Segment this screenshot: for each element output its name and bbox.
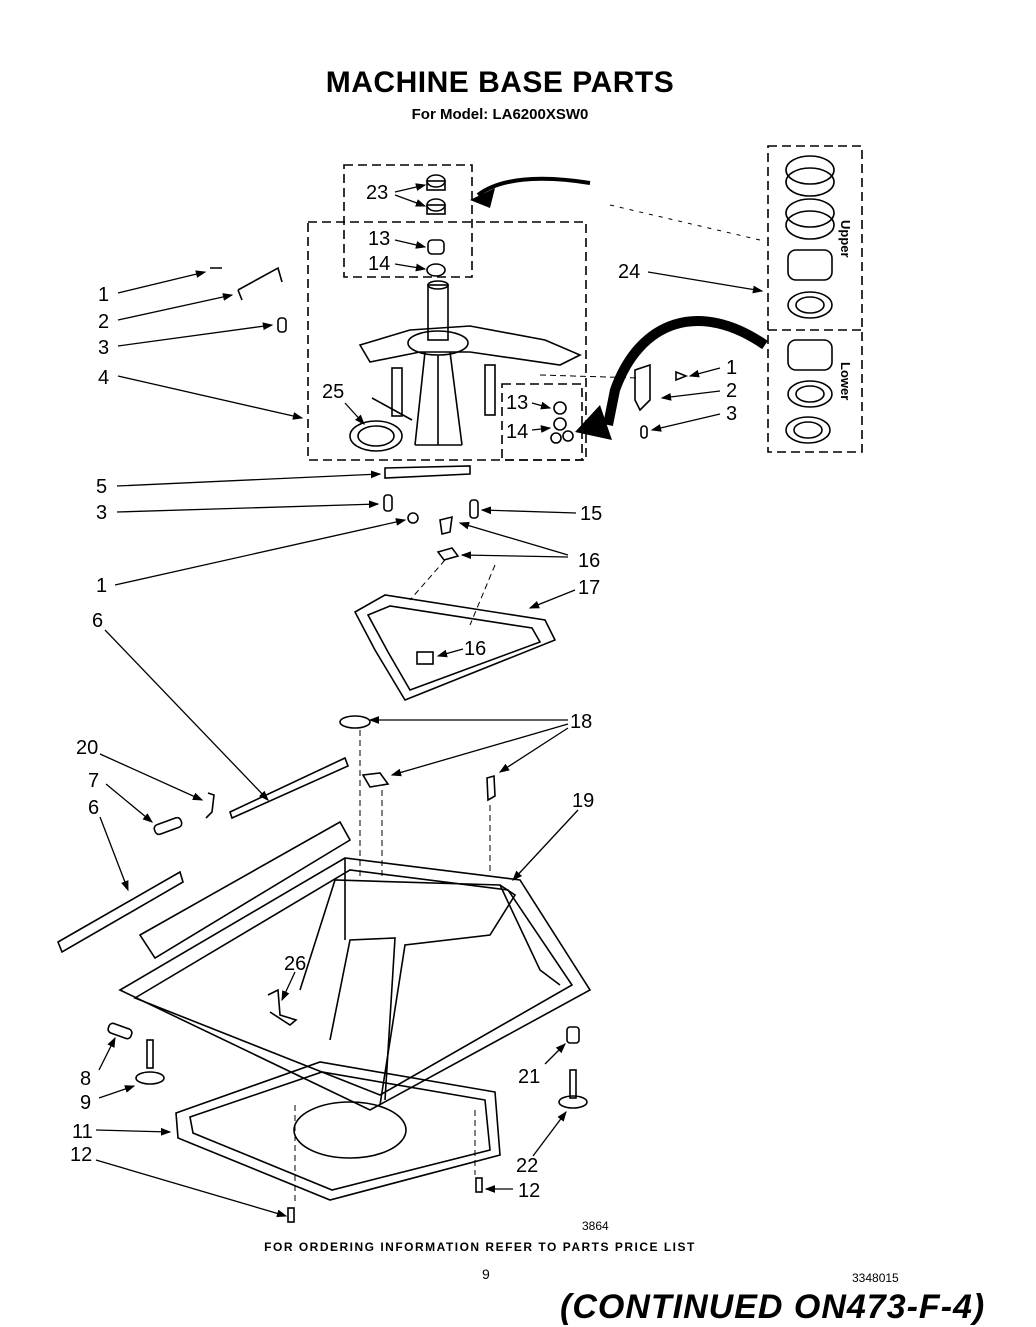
callout-1: 1 xyxy=(98,284,109,306)
callout-9: 9 xyxy=(80,1092,91,1114)
upper-bushing-box xyxy=(343,164,473,278)
gearcase-box xyxy=(307,221,587,461)
base-pan-11 xyxy=(175,1061,501,1201)
callout-11: 11 xyxy=(72,1121,93,1143)
bearing-inset-box xyxy=(767,145,863,453)
callout-2: 2 xyxy=(98,311,109,333)
callout-21: 21 xyxy=(518,1066,540,1088)
callout-16: 16 xyxy=(464,638,486,660)
gearcase-assembly xyxy=(349,280,582,452)
callout-1: 1 xyxy=(96,575,107,597)
callout-2: 2 xyxy=(726,380,737,402)
curved-arrow-upper xyxy=(476,176,591,197)
callout-15: 15 xyxy=(580,503,602,525)
curved-arrow-lower xyxy=(603,316,768,426)
callout-18: 18 xyxy=(570,711,592,733)
callout-16: 16 xyxy=(578,550,600,572)
callout-25: 25 xyxy=(322,381,344,403)
callout-12: 12 xyxy=(518,1180,540,1202)
callout-13: 13 xyxy=(368,228,390,250)
brake-strap xyxy=(384,465,471,479)
ordering-note: FOR ORDERING INFORMATION REFER TO PARTS … xyxy=(264,1240,696,1254)
callout-26: 26 xyxy=(284,953,306,975)
callout-3: 3 xyxy=(96,502,107,524)
bushing-stack xyxy=(426,174,446,277)
upper-label: Upper xyxy=(838,220,853,258)
callout-24: 24 xyxy=(618,261,640,283)
callout-12: 12 xyxy=(70,1144,92,1166)
lower-bearing-set xyxy=(785,339,833,444)
callout-3: 3 xyxy=(98,337,109,359)
callout-22: 22 xyxy=(516,1155,538,1177)
upper-bearing-set xyxy=(785,155,835,319)
callout-4: 4 xyxy=(98,367,109,389)
callout-7: 7 xyxy=(88,770,99,792)
callout-17: 17 xyxy=(578,577,600,599)
callout-1: 1 xyxy=(726,357,737,379)
callout-3: 3 xyxy=(726,403,737,425)
machine-base-19 xyxy=(118,820,592,1111)
drawing-number: 3864 xyxy=(582,1219,609,1233)
callout-6: 6 xyxy=(88,797,99,819)
continued-note: (CONTINUED ON473-F-4) xyxy=(560,1288,986,1326)
lower-bushing-box xyxy=(501,383,583,461)
callout-8: 8 xyxy=(80,1068,91,1090)
page-title: MACHINE BASE PARTS xyxy=(325,66,675,99)
lower-label: Lower xyxy=(838,362,853,400)
callout-13: 13 xyxy=(506,392,528,414)
model-subtitle: For Model: LA6200XSW0 xyxy=(411,106,589,123)
callout-14: 14 xyxy=(368,253,390,275)
callout-6: 6 xyxy=(92,610,103,632)
frame-17 xyxy=(353,594,557,701)
callout-20: 20 xyxy=(76,737,98,759)
page-number: 9 xyxy=(482,1266,490,1282)
callout-23: 23 xyxy=(366,182,388,204)
callout-5: 5 xyxy=(96,476,107,498)
callout-14: 14 xyxy=(506,421,528,443)
part-code: 3348015 xyxy=(852,1271,899,1285)
callout-19: 19 xyxy=(572,790,594,812)
